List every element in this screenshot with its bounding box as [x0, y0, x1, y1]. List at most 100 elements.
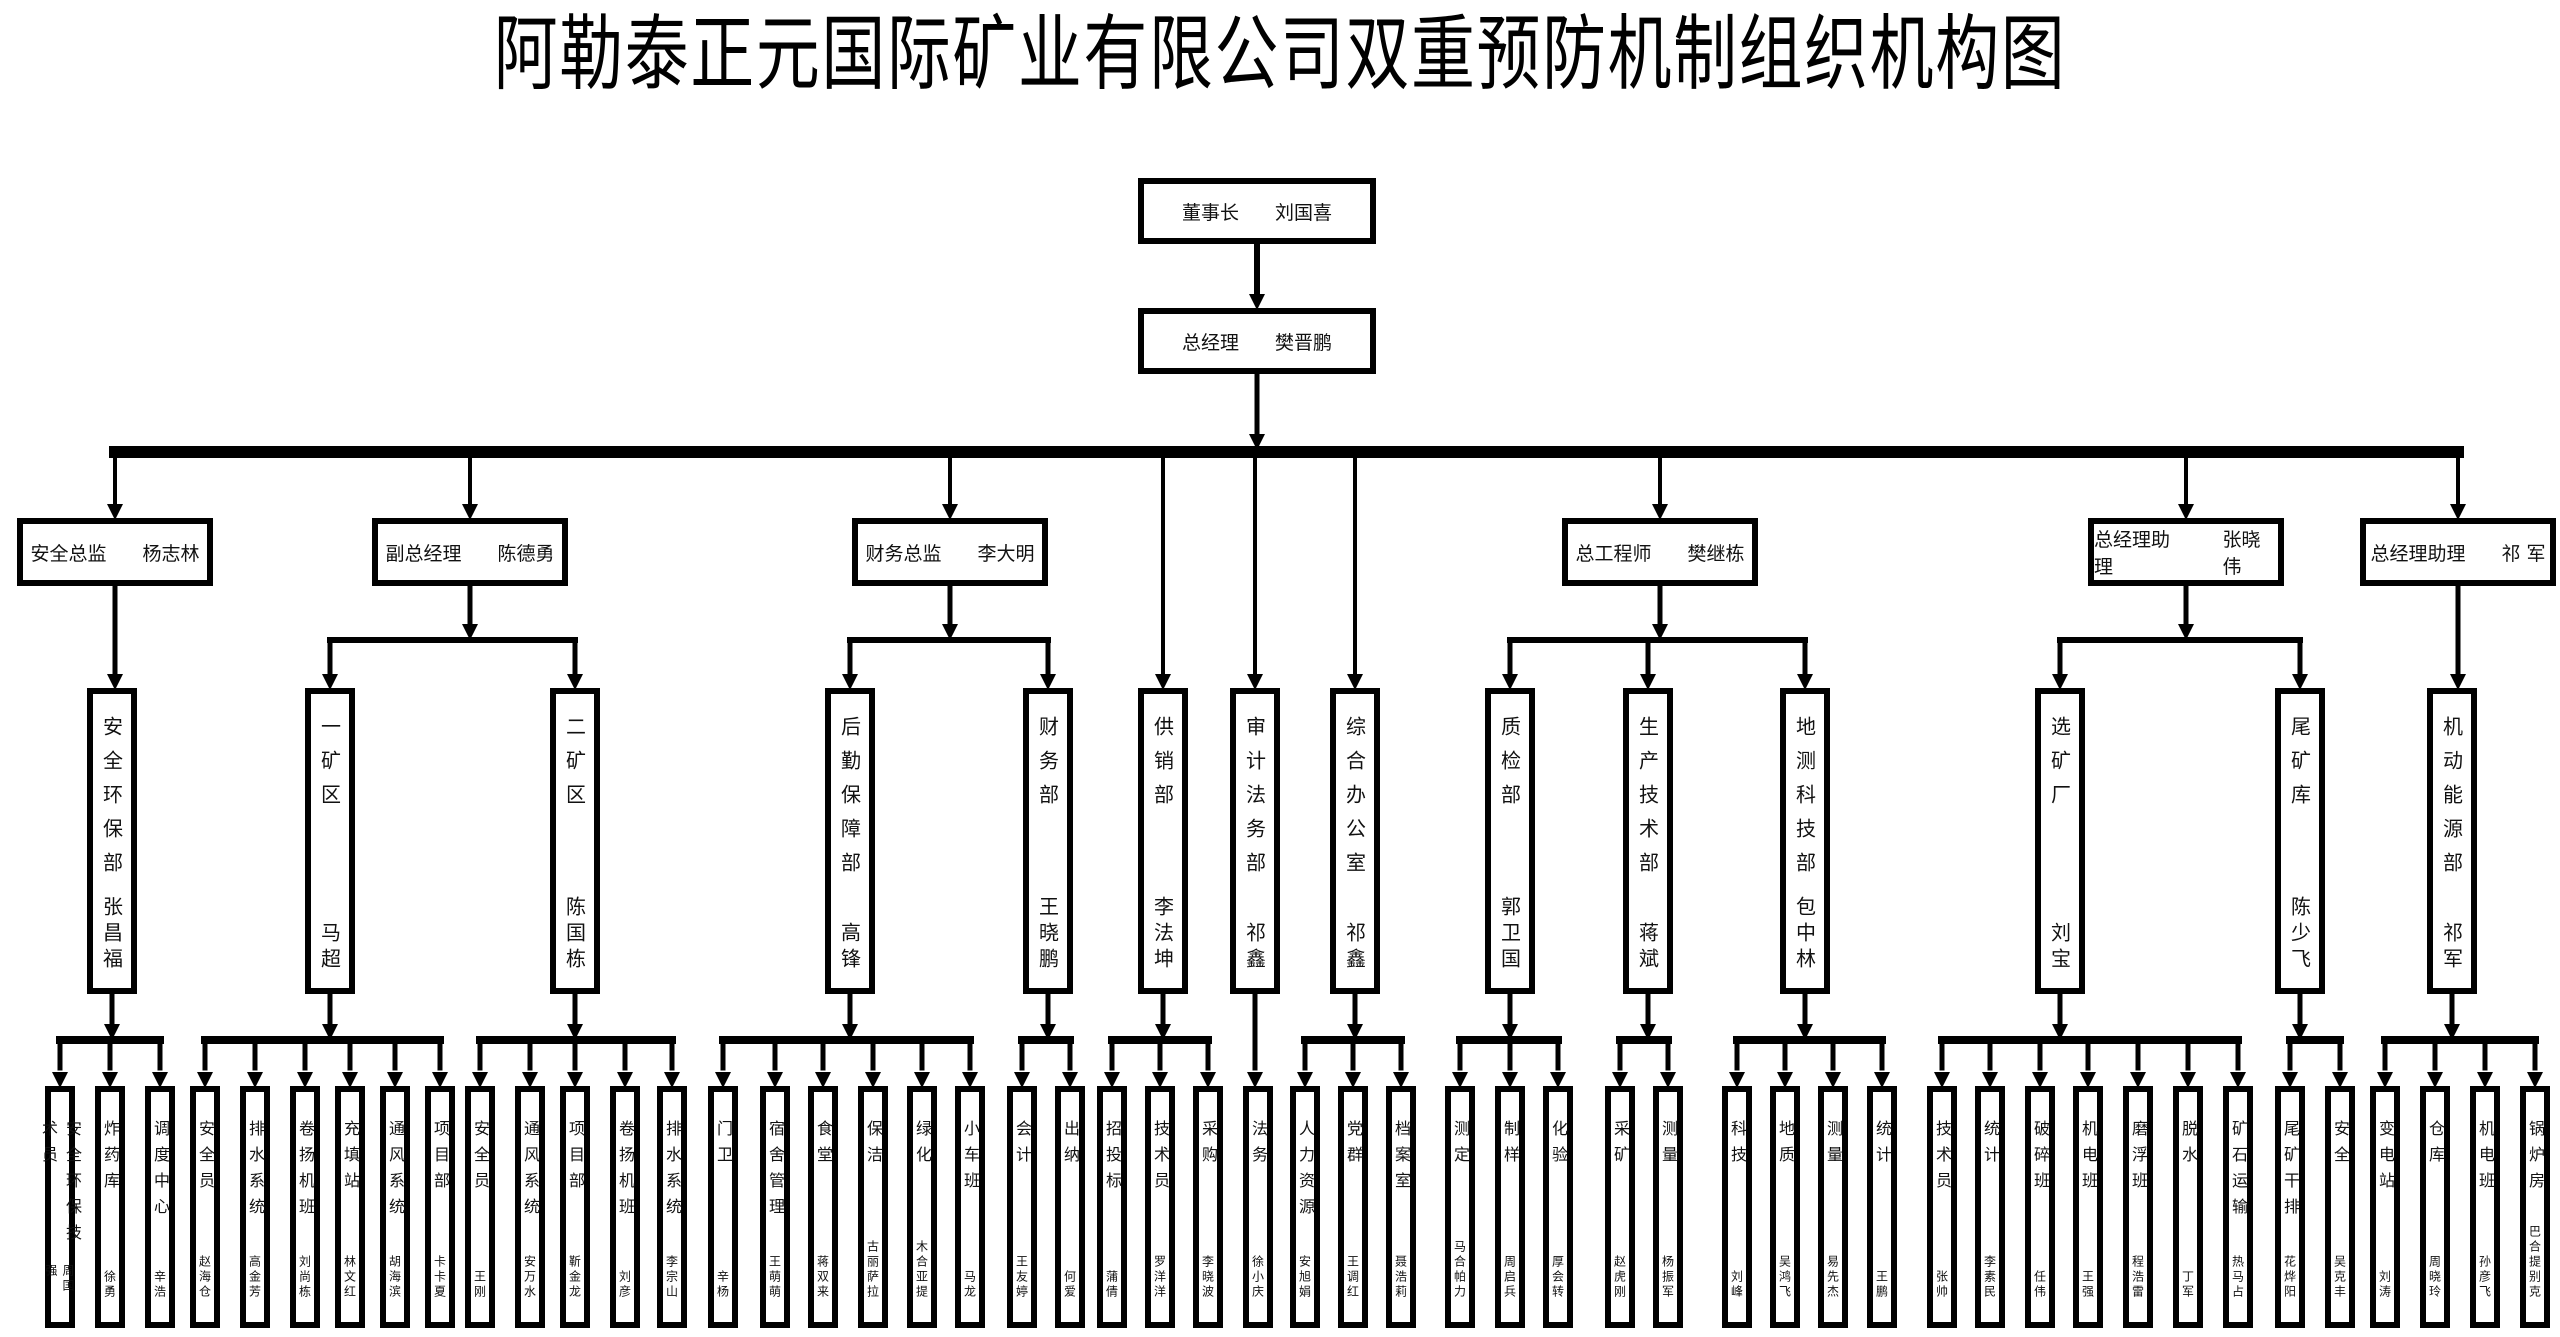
arrow-head: [1502, 674, 1518, 690]
unit-box[interactable]: 招投标蒲倩: [1097, 1086, 1127, 1328]
unit-box[interactable]: 宿舍管理王萌萌: [760, 1086, 790, 1328]
unit-box[interactable]: 统计李素民: [1975, 1086, 2005, 1328]
person-name: 郭卫国: [1497, 896, 1522, 974]
arrow-head: [1347, 674, 1363, 690]
unit-box[interactable]: 排水系统李宗山: [657, 1086, 687, 1328]
department-box[interactable]: 机动能源部祁军: [2427, 688, 2477, 994]
unit-box[interactable]: 通风系统安万水: [515, 1086, 545, 1328]
arrow-head: [2450, 504, 2466, 520]
unit-box[interactable]: 技术员罗洋洋: [1145, 1086, 1175, 1328]
department-box[interactable]: 后勤保障部高锋: [825, 688, 875, 994]
unit-box[interactable]: 项目部卡卡夏: [425, 1086, 455, 1328]
unit-box[interactable]: 门卫辛杨: [708, 1086, 738, 1328]
arrow-head: [2052, 1024, 2068, 1040]
executive-box[interactable]: 总经理助理张晓伟: [2088, 518, 2284, 586]
executive-box[interactable]: 副总经理陈德勇: [372, 518, 568, 586]
unit-box[interactable]: 卷扬机班刘尚栋: [290, 1086, 320, 1328]
person-name: 李宗山: [664, 1255, 679, 1300]
person-name: 刘峰: [1729, 1270, 1744, 1300]
executive-box[interactable]: 总经理助理祁 军: [2360, 518, 2556, 586]
arrow-head: [1502, 1072, 1518, 1088]
department-box[interactable]: 二矿区陈国栋: [550, 688, 600, 994]
executive-box[interactable]: 安全总监杨志林: [17, 518, 213, 586]
department-box[interactable]: 地测科技部包中林: [1780, 688, 1830, 994]
department-box[interactable]: 尾矿库陈少飞: [2275, 688, 2325, 994]
unit-box[interactable]: 变电站刘涛: [2370, 1086, 2400, 1328]
unit-box[interactable]: 尾矿干排花烨阳: [2275, 1086, 2305, 1328]
unit-box[interactable]: 党群王调红: [1338, 1086, 1368, 1328]
unit-box[interactable]: 安全吴克丰: [2325, 1086, 2355, 1328]
person-name: 花烨阳: [2282, 1255, 2297, 1300]
arrow-head: [664, 1072, 680, 1088]
unit-box[interactable]: 测量易先杰: [1818, 1086, 1848, 1328]
arrow-head: [962, 1072, 978, 1088]
role-label: 安全总监: [30, 542, 107, 565]
unit-box[interactable]: 会计王友婷: [1007, 1086, 1037, 1328]
unit-box[interactable]: 安全员赵海仓: [190, 1086, 220, 1328]
department-box[interactable]: 一矿区马超: [305, 688, 355, 994]
unit-box[interactable]: 锅炉房巴合提别克: [2520, 1086, 2550, 1328]
unit-box[interactable]: 统计王鹏: [1867, 1086, 1897, 1328]
unit-box[interactable]: 地质吴鸿飞: [1770, 1086, 1800, 1328]
unit-box[interactable]: 采购李晓波: [1193, 1086, 1223, 1328]
unit-box[interactable]: 出纳何爱: [1055, 1086, 1085, 1328]
role-label: 总经理: [1181, 331, 1239, 354]
unit-box[interactable]: 调度中心辛浩: [145, 1086, 175, 1328]
unit-box[interactable]: 档案室聂浩莉: [1386, 1086, 1416, 1328]
department-box[interactable]: 财务部王晓鹏: [1023, 688, 1073, 994]
unit-name: 变电站: [2376, 1120, 2395, 1198]
unit-box[interactable]: 测定马合帕力: [1445, 1086, 1475, 1328]
department-box[interactable]: 综合办公室祁鑫: [1330, 688, 1380, 994]
arrow-head: [52, 1072, 68, 1088]
unit-box[interactable]: 安全员王刚: [465, 1086, 495, 1328]
unit-box[interactable]: 制样周启兵: [1495, 1086, 1525, 1328]
person-name: 孙彦飞: [2477, 1255, 2492, 1300]
executive-box[interactable]: 总工程师樊继栋: [1562, 518, 1758, 586]
person-name: 陈德勇: [497, 542, 555, 565]
department-box[interactable]: 安全环保部张昌福: [87, 688, 137, 994]
unit-box[interactable]: 通风系统胡海滨: [380, 1086, 410, 1328]
unit-box[interactable]: 采矿赵虎刚: [1605, 1086, 1635, 1328]
unit-box[interactable]: 磨浮班程浩雷: [2123, 1086, 2153, 1328]
arrow-head: [1040, 674, 1056, 690]
unit-box[interactable]: 科技刘峰: [1722, 1086, 1752, 1328]
department-box[interactable]: 生产技术部蒋斌: [1623, 688, 1673, 994]
unit-box[interactable]: 测量杨振军: [1653, 1086, 1683, 1328]
unit-name: 法务: [1249, 1120, 1268, 1172]
unit-box[interactable]: 保洁古丽萨拉: [858, 1086, 888, 1328]
role-label: 财务总监: [865, 542, 942, 565]
unit-box[interactable]: 矿石运输热马占: [2223, 1086, 2253, 1328]
unit-box[interactable]: 排水系统高金芳: [240, 1086, 270, 1328]
unit-box[interactable]: 破碎班任伟: [2025, 1086, 2055, 1328]
arrow-head: [1612, 1072, 1628, 1088]
unit-box[interactable]: 仓库周晓玲: [2420, 1086, 2450, 1328]
unit-name: 食堂: [814, 1120, 833, 1172]
unit-box[interactable]: 卷扬机班刘彦: [610, 1086, 640, 1328]
unit-box[interactable]: 技术员张帅: [1927, 1086, 1957, 1328]
unit-box[interactable]: 安全环保技术员周国强: [39, 1086, 82, 1328]
unit-box[interactable]: 食堂蒋双来: [808, 1086, 838, 1328]
department-box[interactable]: 审计法务部祁鑫: [1230, 688, 1280, 994]
unit-box[interactable]: 法务徐小庆: [1243, 1086, 1273, 1328]
executive-box[interactable]: 财务总监李大明: [852, 518, 1048, 586]
unit-box[interactable]: 炸药库徐勇: [95, 1086, 125, 1328]
unit-box[interactable]: 项目部靳金龙: [560, 1086, 590, 1328]
unit-box[interactable]: 机电班孙彦飞: [2470, 1086, 2500, 1328]
unit-box[interactable]: 化验厚会转: [1543, 1086, 1573, 1328]
arrow-head: [2527, 1072, 2543, 1088]
chairman-box[interactable]: 董事长刘国喜: [1138, 178, 1376, 244]
arrow-head: [1660, 1072, 1676, 1088]
department-box[interactable]: 供销部李法坤: [1138, 688, 1188, 994]
unit-box[interactable]: 人力资源安旭娟: [1290, 1086, 1320, 1328]
unit-box[interactable]: 绿化木合亚提: [907, 1086, 937, 1328]
unit-name: 党群: [1344, 1120, 1363, 1172]
person-name: 高金芳: [247, 1255, 262, 1300]
unit-box[interactable]: 充填站林文红: [335, 1086, 365, 1328]
general-manager-box[interactable]: 总经理樊晋鹏: [1138, 308, 1376, 374]
department-box[interactable]: 选矿厂刘宝: [2035, 688, 2085, 994]
department-box[interactable]: 质检部郭卫国: [1485, 688, 1535, 994]
unit-box[interactable]: 小车班马龙: [955, 1086, 985, 1328]
arrow-head: [1797, 1024, 1813, 1040]
unit-box[interactable]: 机电班王强: [2073, 1086, 2103, 1328]
unit-box[interactable]: 脱水丁军: [2173, 1086, 2203, 1328]
